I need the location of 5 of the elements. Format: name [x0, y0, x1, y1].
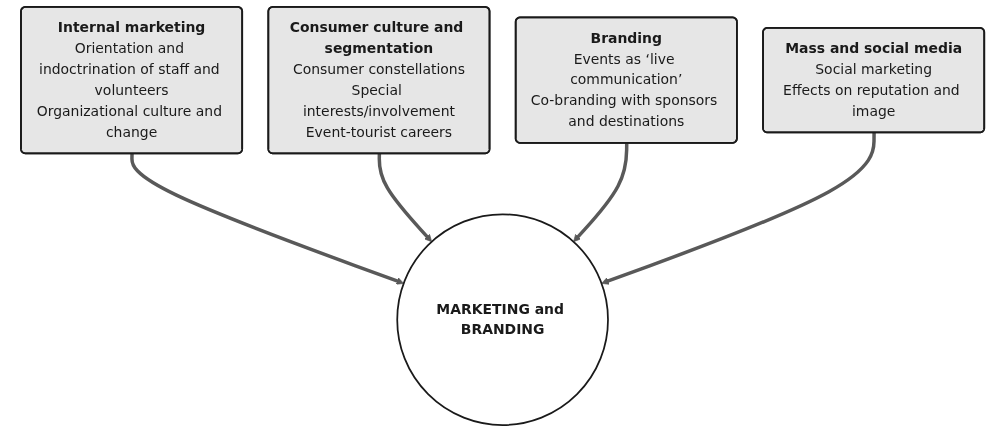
- arrow: [601, 132, 876, 285]
- node-circle: MARKETING and BRANDING: [396, 213, 609, 426]
- arrow: [573, 143, 629, 243]
- arrow: [130, 153, 404, 285]
- arrow: [377, 153, 432, 243]
